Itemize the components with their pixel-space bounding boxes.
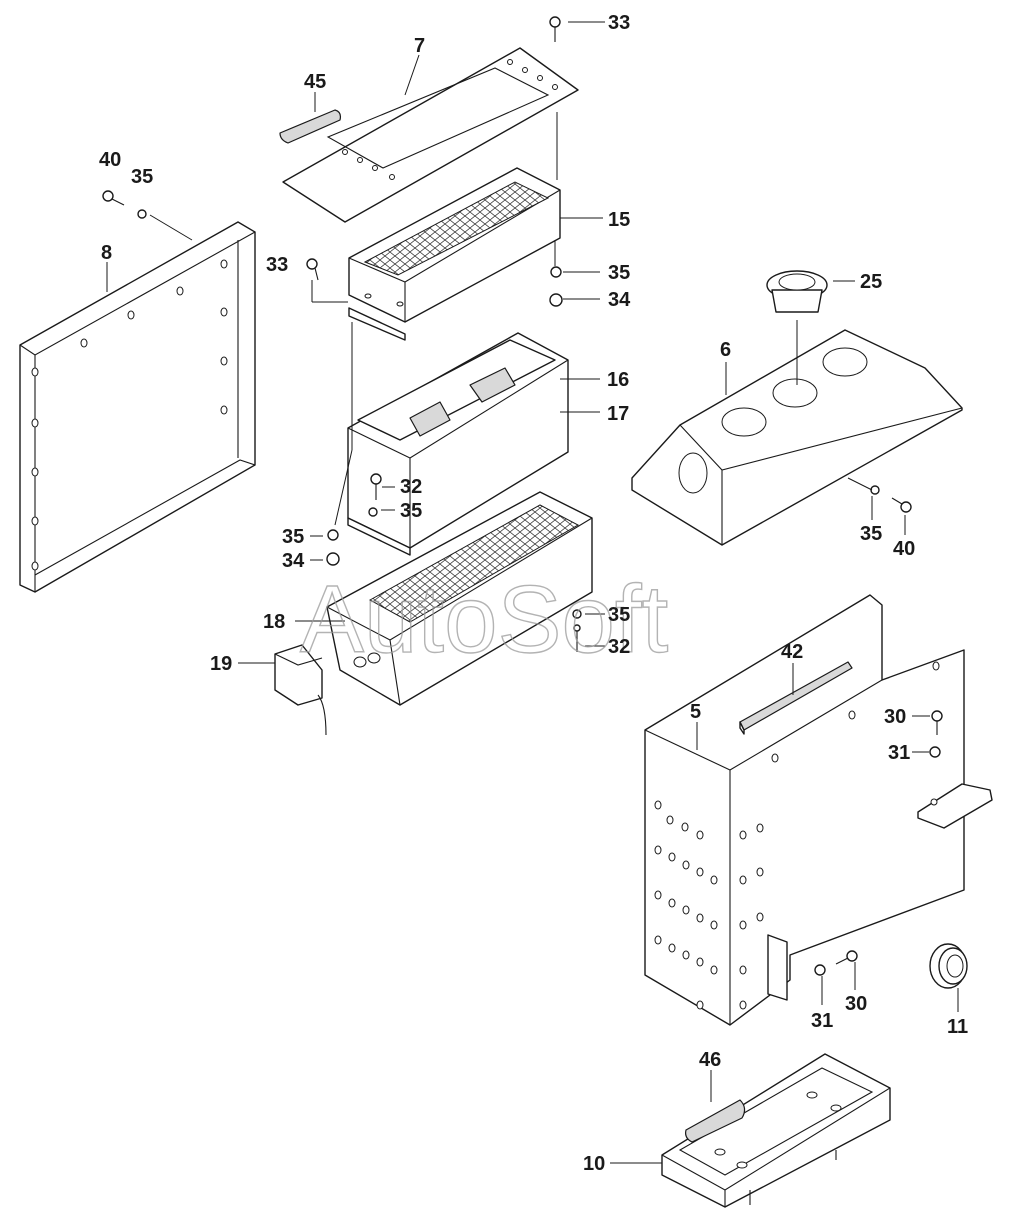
bolt-40-left xyxy=(102,190,125,206)
callout-5: 5 xyxy=(690,701,701,723)
bolt-33-top xyxy=(549,16,561,42)
part-15-upper-core xyxy=(348,167,561,341)
callout-11: 11 xyxy=(947,1016,968,1038)
washer-35-right xyxy=(870,485,880,495)
callout-31: 31 xyxy=(888,742,910,764)
part-8-side-frame xyxy=(19,221,256,593)
callout-42: 42 xyxy=(781,641,803,663)
callout-35: 35 xyxy=(131,166,153,188)
callout-34: 34 xyxy=(282,550,305,572)
callout-31: 31 xyxy=(811,1010,833,1032)
part-11-grommet xyxy=(929,943,968,989)
callout-32: 32 xyxy=(400,476,422,498)
callout-7: 7 xyxy=(414,35,425,57)
callout-25: 25 xyxy=(860,271,882,293)
callout-19: 19 xyxy=(210,653,232,675)
callout-35: 35 xyxy=(608,262,630,284)
screw-30-top xyxy=(931,710,943,735)
callout-46: 46 xyxy=(699,1049,721,1071)
nut-34-lower xyxy=(326,552,340,566)
part-5-holes xyxy=(654,661,940,1010)
callout-6: 6 xyxy=(720,339,731,361)
bolt-32-lower xyxy=(573,624,581,652)
watermark: AutoSoft xyxy=(300,566,668,673)
part-7-holes xyxy=(342,59,558,180)
part-6-outlet-cover xyxy=(631,329,963,546)
part-46-tube xyxy=(685,1099,746,1143)
callout-15: 15 xyxy=(608,209,630,231)
callout-33: 33 xyxy=(608,12,630,34)
bolt-40-right xyxy=(891,497,912,513)
washer-35-left xyxy=(137,209,147,219)
nut-35-lower xyxy=(327,529,339,541)
callout-34: 34 xyxy=(608,289,631,311)
fasteners xyxy=(102,16,943,976)
callout-30: 30 xyxy=(845,993,867,1015)
callout-45: 45 xyxy=(304,71,326,93)
callout-35: 35 xyxy=(860,523,882,545)
callout-30: 30 xyxy=(884,706,906,728)
callout-40: 40 xyxy=(893,538,915,560)
part-45-seal-strip xyxy=(279,109,342,144)
part-5-main-housing xyxy=(644,594,993,1026)
washer-35-lower-right xyxy=(572,609,582,619)
callout-35: 35 xyxy=(282,526,304,548)
callout-40: 40 xyxy=(99,149,121,171)
part-8-holes xyxy=(31,259,228,571)
callout-18: 18 xyxy=(263,611,285,633)
washer-35-mid xyxy=(368,507,378,517)
callout-labels: 33 7 45 40 35 8 15 33 35 34 25 6 16 17 3… xyxy=(99,12,968,1175)
callout-17: 17 xyxy=(607,403,629,425)
callout-16: 16 xyxy=(607,369,629,391)
nut-34-upper xyxy=(549,293,563,307)
callout-32: 32 xyxy=(608,636,630,658)
part-25-grommet xyxy=(766,270,828,313)
washer-31-bottom xyxy=(814,964,826,976)
bolt-33-mid xyxy=(306,258,319,281)
part-42-strip xyxy=(739,661,853,735)
callout-33: 33 xyxy=(266,254,288,276)
part-7-top-cover xyxy=(282,47,579,223)
part-18-lower-core xyxy=(326,491,593,706)
leader-lines xyxy=(106,21,959,1164)
washer-31-top xyxy=(929,746,941,758)
bolt-32-mid xyxy=(370,473,382,500)
part-16-17-middle-housing xyxy=(347,332,569,556)
part-10-drip-tray xyxy=(661,1053,891,1208)
callout-8: 8 xyxy=(101,242,112,264)
callout-35: 35 xyxy=(608,604,630,626)
callout-35: 35 xyxy=(400,500,422,522)
part-19-sensor xyxy=(274,644,327,736)
screw-30-bottom xyxy=(835,950,858,965)
callout-10: 10 xyxy=(583,1153,605,1175)
nut-35-upper xyxy=(550,266,562,278)
